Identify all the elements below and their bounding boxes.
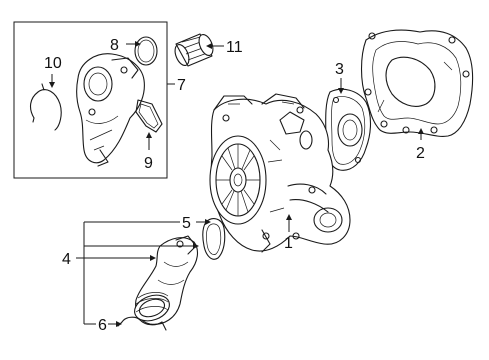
- part-1-water-pump: [209, 93, 351, 253]
- arrow-5-lower: [193, 243, 199, 249]
- arrow-4: [150, 255, 156, 261]
- arrow-1: [286, 214, 292, 220]
- arrow-6: [116, 321, 122, 327]
- part-4-outlet-elbow: [134, 235, 199, 325]
- arrow-3: [338, 88, 344, 94]
- arrow-2: [418, 128, 424, 134]
- arrow-5-upper: [205, 219, 211, 225]
- part-11-insert: [174, 33, 214, 67]
- callout-7: 7: [177, 77, 186, 94]
- part-7-thermostat-housing: [76, 53, 145, 167]
- callout-4: 4: [62, 251, 71, 268]
- arrow-9: [146, 132, 152, 138]
- callout-1: 1: [284, 235, 293, 252]
- arrow-8: [135, 41, 141, 47]
- callout-6: 6: [98, 317, 107, 334]
- callout-5: 5: [182, 215, 191, 232]
- callout-8: 8: [110, 37, 119, 54]
- callout-9: 9: [144, 155, 153, 172]
- part-3-gasket-plate: [325, 88, 372, 171]
- part-9-gasket: [135, 99, 163, 133]
- part-8-oring: [134, 36, 158, 66]
- arrow-11: [206, 43, 212, 49]
- callout-11: 11: [226, 39, 243, 56]
- callout-3: 3: [335, 61, 344, 78]
- part-5-gasket: [202, 218, 226, 260]
- part-10-clip: [29, 83, 62, 131]
- arrow-10: [49, 82, 55, 88]
- part-2-cover-plate: [360, 29, 474, 137]
- callout-2: 2: [416, 145, 425, 162]
- inset-box: [13, 21, 168, 179]
- callout-10: 10: [44, 55, 62, 72]
